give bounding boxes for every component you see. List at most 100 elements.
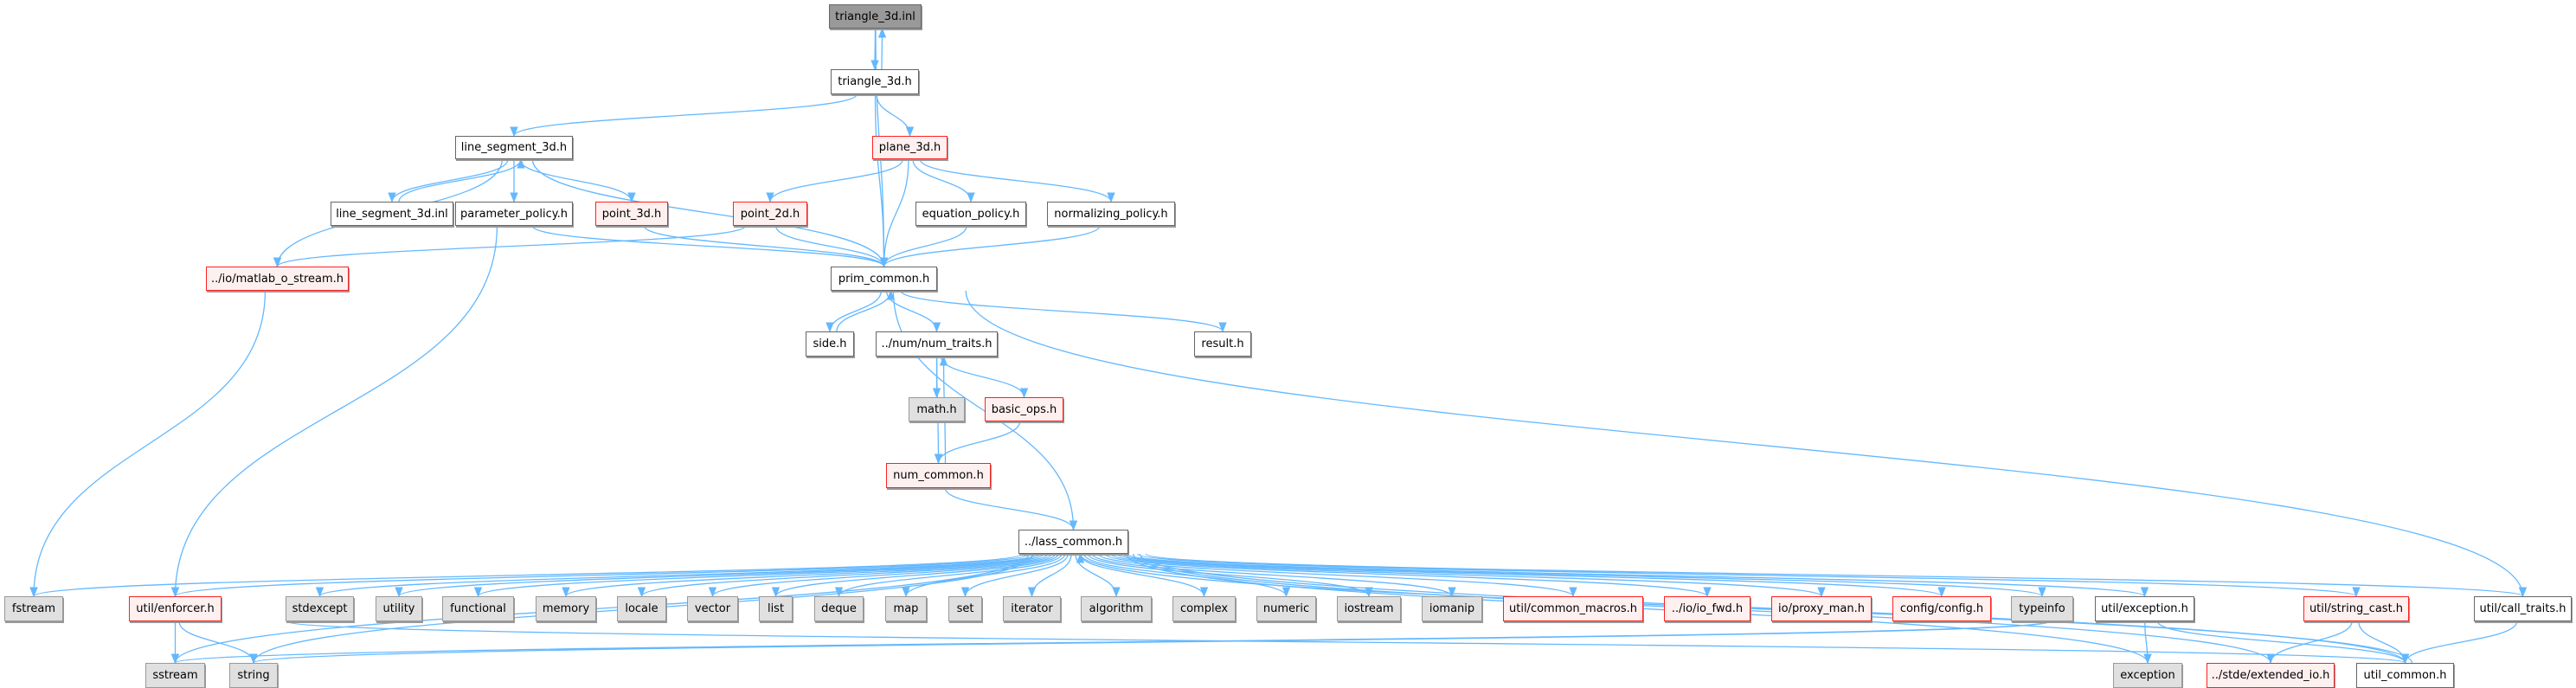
edge-plane-to-normp xyxy=(919,158,1115,203)
node-vector[interactable]: vector xyxy=(687,596,738,621)
edge-strcast-to-extio xyxy=(2266,620,2353,665)
node-point-3d-h[interactable]: point_3d.h xyxy=(595,202,668,226)
edge-tri_h-to-prim xyxy=(874,93,889,268)
edge-lass-to-set xyxy=(960,553,1069,598)
node-complex[interactable]: complex xyxy=(1172,596,1236,621)
node-util-enforcer-h[interactable]: util/enforcer.h xyxy=(129,596,222,621)
edge-lass-to-typeinfo xyxy=(1121,553,2046,598)
edge-lass-to-config xyxy=(1116,553,1946,598)
edge-basic-to-numc xyxy=(934,421,1021,465)
edge-lass-to-vector xyxy=(708,553,1057,598)
node-exception[interactable]: exception xyxy=(2113,663,2182,688)
node-prim-common-h[interactable]: prim_common.h xyxy=(831,267,937,291)
edge-lass-to-iomanip xyxy=(1091,553,1456,598)
edge-plane-to-p2d xyxy=(766,158,904,203)
edge-lass-to-exch xyxy=(1126,553,2149,598)
edge-plane-to-prim xyxy=(879,158,909,268)
edge-prim-to-side xyxy=(825,290,883,333)
edge-lass-to-enforcer xyxy=(171,553,1030,598)
node-normalizing-policy-h[interactable]: normalizing_policy.h xyxy=(1047,202,1175,226)
edge-lass-to-locale xyxy=(638,553,1053,598)
edge-lass-to-stdexcept xyxy=(316,553,1037,598)
edge-numtr-to-basic xyxy=(940,356,1029,399)
edge-strcast-to-utilc xyxy=(2358,620,2410,665)
edge-plane-to-eqp xyxy=(912,158,975,203)
edge-tri_h-to-ls_h xyxy=(510,93,858,138)
edge-tri_h-to-plane xyxy=(876,93,915,138)
node-iterator[interactable]: iterator xyxy=(1003,596,1061,621)
node-result-h[interactable]: result.h xyxy=(1194,331,1251,357)
edge-ls_h-to-ls_inl xyxy=(388,158,509,203)
edge-param-to-prim xyxy=(531,225,888,268)
edge-prim-to-calltr xyxy=(965,290,2528,598)
node-equation-policy-h[interactable]: equation_policy.h xyxy=(915,202,1026,226)
node-list[interactable]: list xyxy=(759,596,793,621)
edge-lass-to-list xyxy=(771,553,1059,598)
node-sstream[interactable]: sstream xyxy=(145,663,205,688)
node-line-segment-3d-h[interactable]: line_segment_3d.h xyxy=(455,136,573,159)
node-triangle-3d-h[interactable]: triangle_3d.h xyxy=(831,69,919,94)
node-io-matlab-o-stream-h[interactable]: ../io/matlab_o_stream.h xyxy=(206,267,349,291)
edge-side-to-prim xyxy=(836,289,896,332)
node-typeinfo[interactable]: typeinfo xyxy=(2011,596,2073,621)
node-num-num-traits-h[interactable]: ../num/num_traits.h xyxy=(876,331,998,357)
node-util-exception-h[interactable]: util/exception.h xyxy=(2095,596,2194,621)
node-iostream[interactable]: iostream xyxy=(1337,596,1401,621)
node-side-h[interactable]: side.h xyxy=(806,331,854,357)
node-lass-common-h[interactable]: ../lass_common.h xyxy=(1018,530,1128,554)
node-util-string-cast-h[interactable]: util/string_cast.h xyxy=(2303,596,2409,621)
edge-calltr-to-utilc xyxy=(2400,620,2518,665)
edge-p2d-to-prim xyxy=(774,225,889,268)
edge-matlab-to-fstream xyxy=(29,290,267,598)
edge-ls_inl-to-ls_h xyxy=(398,158,525,203)
edge-p2d-to-matlab xyxy=(273,225,747,268)
edge-ls_h-to-p3d xyxy=(519,158,636,203)
node-config-config-h[interactable]: config/config.h xyxy=(1892,596,1991,621)
node-io-io-fwd-h[interactable]: ../io/io_fwd.h xyxy=(1664,596,1751,621)
node-map[interactable]: map xyxy=(885,596,927,621)
node-set[interactable]: set xyxy=(948,596,982,621)
node-util-common-macros-h[interactable]: util/common_macros.h xyxy=(1503,596,1643,621)
node-iomanip[interactable]: iomanip xyxy=(1422,596,1482,621)
node-utility[interactable]: utility xyxy=(376,596,422,621)
edge-exch-to-utilc xyxy=(2156,620,2410,665)
edge-lass-to-calltr xyxy=(1145,553,2527,598)
node-util-call-traits-h[interactable]: util/call_traits.h xyxy=(2474,596,2572,621)
node-fstream[interactable]: fstream xyxy=(4,596,63,621)
edge-lass-to-iofwd xyxy=(1104,553,1712,598)
node-functional[interactable]: functional xyxy=(442,596,514,621)
node-plane-3d-h[interactable]: plane_3d.h xyxy=(872,136,948,159)
edge-prim-to-result xyxy=(900,290,1227,333)
node-string[interactable]: string xyxy=(229,663,278,688)
edge-lass-to-iterator xyxy=(1027,553,1072,598)
node-memory[interactable]: memory xyxy=(536,596,596,621)
node-algorithm[interactable]: algorithm xyxy=(1081,596,1152,621)
edge-eqp-to-prim xyxy=(879,225,967,268)
node-stde-extended-io-h[interactable]: ../stde/extended_io.h xyxy=(2207,663,2335,688)
node-triangle-3d-inl[interactable]: triangle_3d.inl xyxy=(829,4,922,29)
edge-param-to-enforcer xyxy=(170,225,498,598)
node-line-segment-3d-inl[interactable]: line_segment_3d.inl xyxy=(331,202,453,226)
node-point-2d-h[interactable]: point_2d.h xyxy=(733,202,807,226)
node-util-common-h[interactable]: util_common.h xyxy=(2356,663,2454,688)
node-num-common-h[interactable]: num_common.h xyxy=(886,463,991,488)
node-math-h[interactable]: math.h xyxy=(909,397,965,421)
edge-lass-to-iostream xyxy=(1087,553,1373,598)
edge-lass-to-macros xyxy=(1097,553,1577,598)
edge-lass-to-utility xyxy=(395,553,1041,598)
node-locale[interactable]: locale xyxy=(617,596,666,621)
node-parameter-policy-h[interactable]: parameter_policy.h xyxy=(455,202,573,226)
edge-lass-to-algorithm xyxy=(1075,553,1121,598)
node-io-proxy-man-h[interactable]: io/proxy_man.h xyxy=(1771,596,1872,621)
node-numeric[interactable]: numeric xyxy=(1256,596,1316,621)
node-stdexcept[interactable]: stdexcept xyxy=(286,596,354,621)
edge-tri_h-to-tri_inl xyxy=(877,27,887,70)
edge-lass-to-functional xyxy=(474,553,1044,598)
edge-exch-to-exception xyxy=(2143,620,2152,665)
node-deque[interactable]: deque xyxy=(814,596,864,621)
edge-numc-to-lass xyxy=(944,487,1078,531)
node-basic-ops-h[interactable]: basic_ops.h xyxy=(985,397,1063,421)
edge-lass-to-proxy xyxy=(1110,553,1826,598)
edge-exch-to-string xyxy=(250,620,2051,665)
